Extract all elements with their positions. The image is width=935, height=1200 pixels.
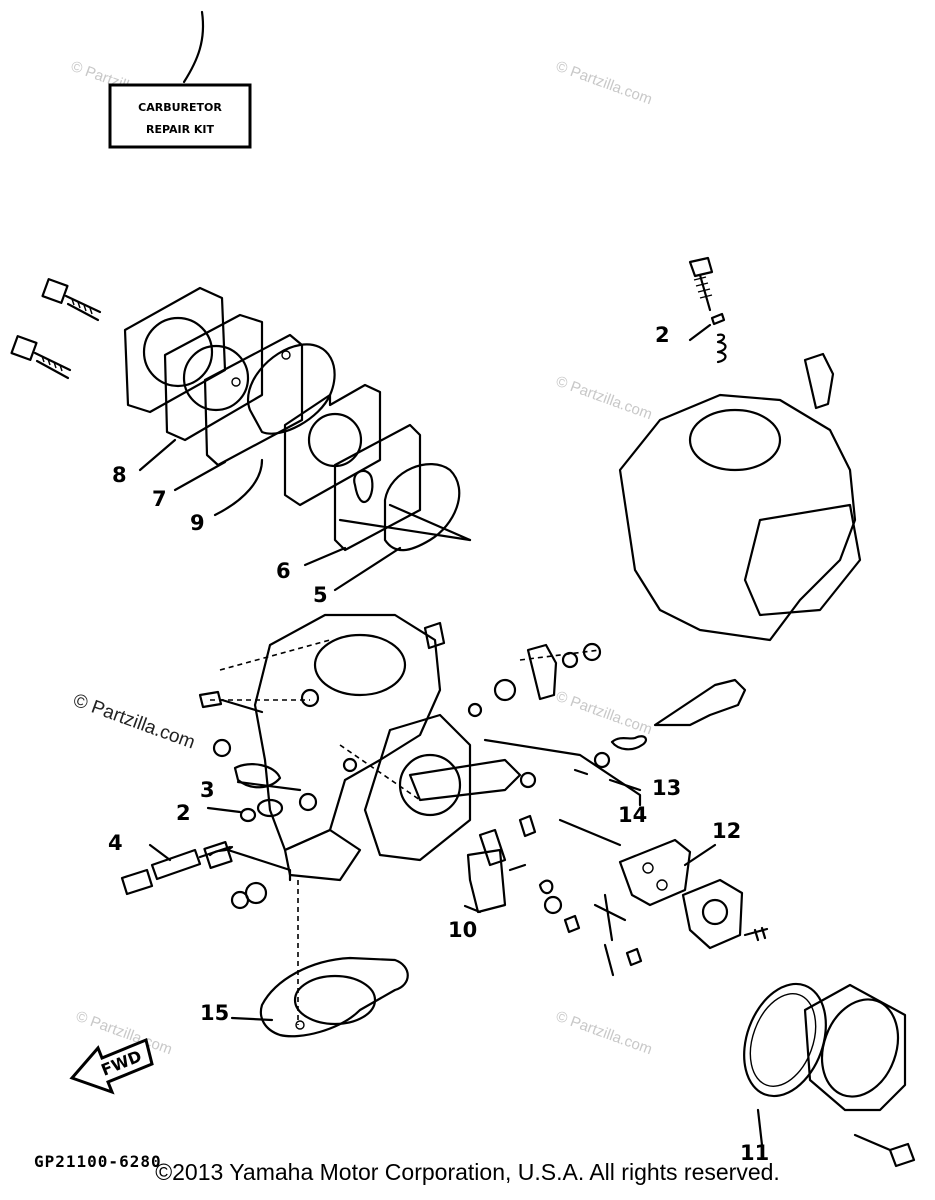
top-screws [10,278,102,380]
watermark-4: © Partzilla.com [554,688,655,739]
fwd-arrow: FWD [69,1037,154,1095]
callout-8: 8 [112,463,127,487]
callout-3: 3 [200,778,215,802]
callout-10: 10 [448,918,477,942]
diaphragm-11 [743,982,916,1168]
callout-6: 6 [276,559,291,583]
small-parts [120,642,769,977]
callout-12: 12 [712,819,741,843]
callout-2-lower: 2 [176,801,191,825]
callout-5: 5 [313,583,328,607]
callout-13: 13 [652,776,681,800]
watermark-3: © Partzilla.com [554,373,655,424]
callout-4: 4 [108,831,123,855]
gasket-15 [259,956,409,1038]
callout-15: 15 [200,1001,229,1025]
kit-label-line2: REPAIR KIT [146,123,215,136]
leader-lines [138,323,764,1147]
callout-7: 7 [152,487,167,511]
watermark-2: © Partzilla.com [554,58,655,109]
watermark-6: © Partzilla.com [554,1008,655,1059]
callout-14: 14 [618,803,647,827]
top-cover-stack [123,286,461,552]
callout-9: 9 [190,511,205,535]
reference-code: GP21100-6280 [34,1152,162,1171]
copyright-notice: ©2013 Yamaha Motor Corporation, U.S.A. A… [155,1159,780,1185]
kit-label-line1: CARBURETOR [138,101,222,114]
carburetor-body [253,613,472,882]
carburetor-assembly-upper [618,256,862,642]
callout-11: 11 [740,1141,769,1165]
callout-numbers: 2 8 7 9 6 5 3 2 4 10 14 13 12 15 11 [108,323,769,1165]
callout-2-upper: 2 [655,323,670,347]
watermark-dark: © Partzilla.com [70,690,197,754]
repair-kit-label: CARBURETOR REPAIR KIT [108,10,252,149]
watermarks: © Partzilla.com © Partzilla.com © Partzi… [69,58,655,1059]
